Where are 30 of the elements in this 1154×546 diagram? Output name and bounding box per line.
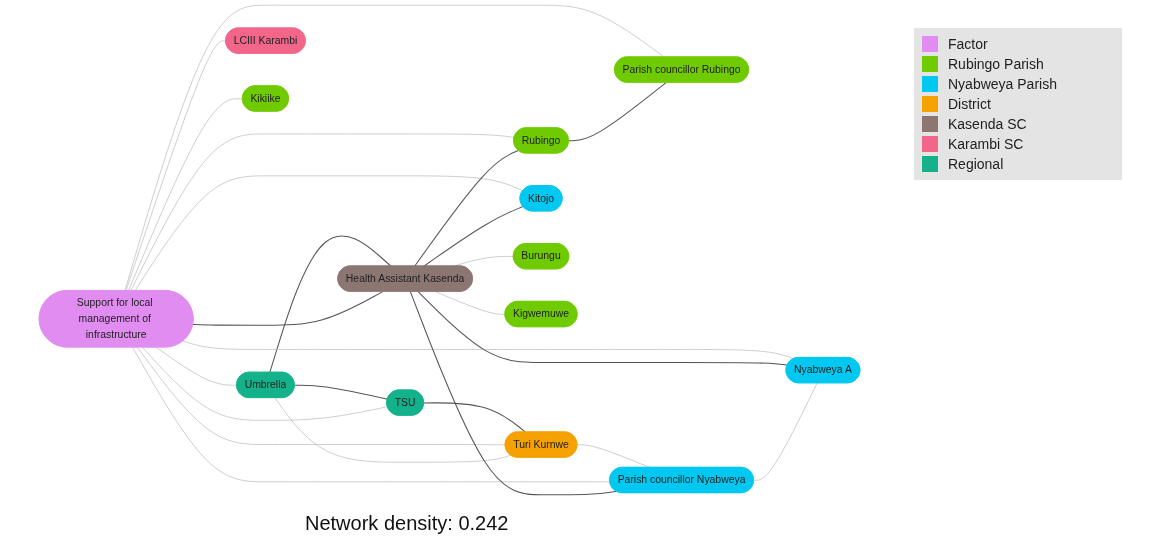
connector (414, 150, 520, 267)
connector (135, 175, 524, 292)
connector (435, 291, 507, 315)
legend-label: Kasenda SC (948, 116, 1027, 132)
connector (126, 40, 227, 292)
connector (142, 347, 389, 421)
connector (132, 347, 611, 483)
connector (156, 347, 238, 386)
connector (418, 291, 789, 366)
connector (753, 382, 818, 481)
legend-label: Nyabweya Parish (948, 76, 1057, 92)
connector (192, 291, 384, 326)
connector (410, 291, 618, 496)
connector (294, 384, 389, 400)
legend-label: Rubingo Parish (948, 56, 1044, 72)
connector (423, 205, 524, 267)
legend-label: District (948, 96, 991, 112)
connector (130, 133, 516, 292)
connector (269, 235, 393, 374)
caption: Network density: 0.242 (305, 512, 509, 535)
connector (183, 340, 795, 360)
legend-label: Karambi SC (948, 136, 1024, 152)
connector (137, 347, 507, 446)
connector (423, 402, 527, 433)
legend-label: Regional (948, 156, 1004, 172)
connector (128, 98, 244, 292)
connector (568, 82, 668, 142)
connector (275, 397, 512, 463)
legend-label: Factor (948, 36, 988, 52)
connector (125, 4, 666, 292)
